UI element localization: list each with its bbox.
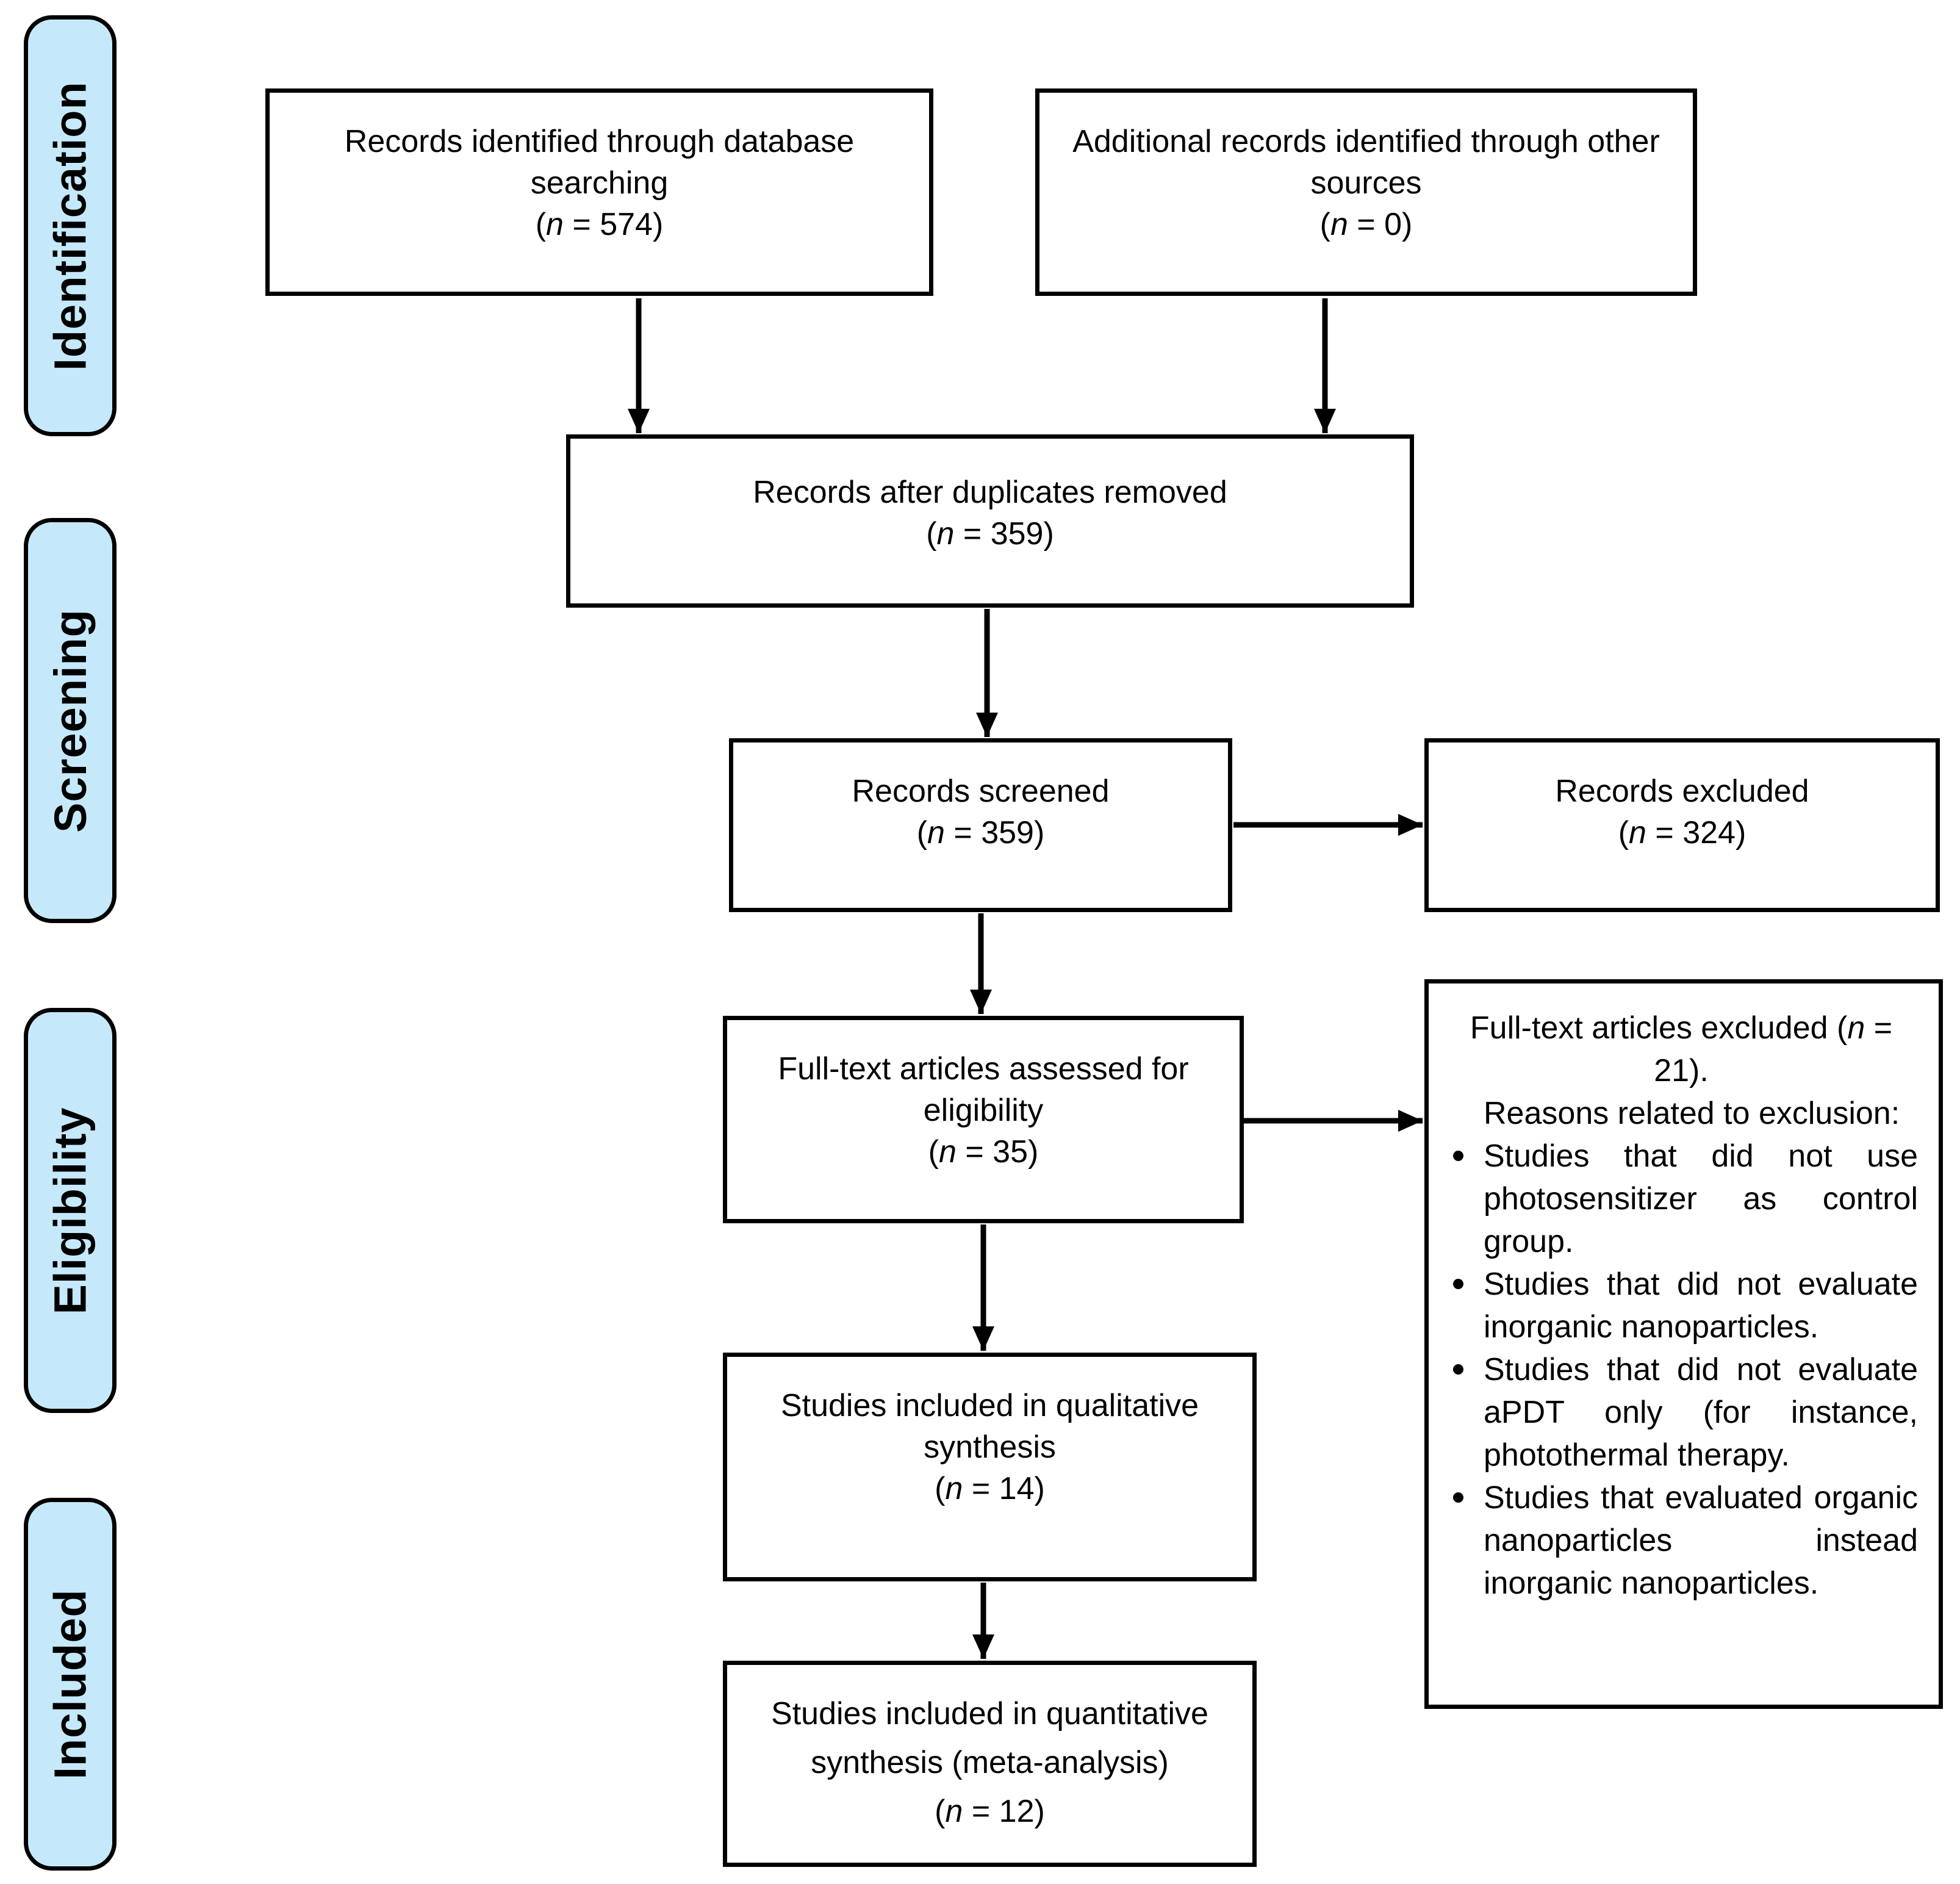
exclusion-reason-item: Studies that evaluated organic nanoparti… <box>1445 1476 1918 1605</box>
box-text: Additional records identified through ot… <box>1072 124 1660 201</box>
stage-label-included: Included <box>24 1498 117 1871</box>
box-text: Records after duplicates removed <box>753 475 1227 510</box>
box-count: (n = 0) <box>1319 207 1413 242</box>
box-fulltext-assessed: Full-text articles assessed for eligibil… <box>723 1016 1244 1223</box>
box-text: Studies included in qualitative synthesi… <box>780 1388 1199 1465</box>
box-text: Records identified through database sear… <box>344 124 855 201</box>
stage-label-text: Identification <box>45 81 96 371</box>
box-count: (n = 324) <box>1618 815 1746 850</box>
box-records-excluded: Records excluded (n = 324) <box>1424 738 1940 912</box>
exclusion-reason-list: Studies that did not use photosensitizer… <box>1445 1135 1918 1605</box>
box-additional-records: Additional records identified through ot… <box>1035 88 1697 296</box>
box-count: (n = 12) <box>935 1794 1045 1829</box>
exclusion-reason-item: Studies that did not evaluate inorganic … <box>1445 1263 1918 1348</box>
stage-label-identification: Identification <box>24 15 117 436</box>
box-records-screened: Records screened (n = 359) <box>729 738 1232 912</box>
box-duplicates-removed: Records after duplicates removed (n = 35… <box>566 434 1414 608</box>
exclusion-reason-item: Studies that did not use photosensitizer… <box>1445 1135 1918 1263</box>
box-count: (n = 35) <box>928 1134 1039 1170</box>
box-text: Records excluded <box>1555 774 1809 809</box>
stage-label-text: Included <box>45 1589 96 1780</box>
box-text: Full-text articles assessed for eligibil… <box>778 1051 1189 1128</box>
exclusion-reason-item: Studies that did not evaluate aPDT only … <box>1445 1348 1918 1476</box>
box-count: (n = 14) <box>935 1471 1045 1506</box>
box-count: (n = 359) <box>916 815 1045 850</box>
exclusion-title: Full-text articles excluded (n =21). <box>1470 1010 1893 1088</box>
stage-label-eligibility: Eligibility <box>24 1008 117 1413</box>
box-fulltext-excluded-reasons: Full-text articles excluded (n =21). Rea… <box>1424 979 1943 1709</box>
box-count: (n = 574) <box>535 207 664 242</box>
box-count: (n = 359) <box>926 516 1054 552</box>
box-quantitative-synthesis: Studies included in quantitative synthes… <box>723 1661 1257 1867</box>
box-text: Studies included in quantitative synthes… <box>771 1696 1208 1780</box>
stage-label-text: Screening <box>45 608 96 833</box>
box-records-identified: Records identified through database sear… <box>265 88 933 296</box>
exclusion-subtitle: Reasons related to exclusion: <box>1484 1096 1900 1131</box>
stage-label-screening: Screening <box>24 518 117 923</box>
stage-label-text: Eligibility <box>45 1107 96 1314</box>
box-qualitative-synthesis: Studies included in qualitative synthesi… <box>723 1353 1257 1581</box>
box-text: Records screened <box>852 774 1110 809</box>
